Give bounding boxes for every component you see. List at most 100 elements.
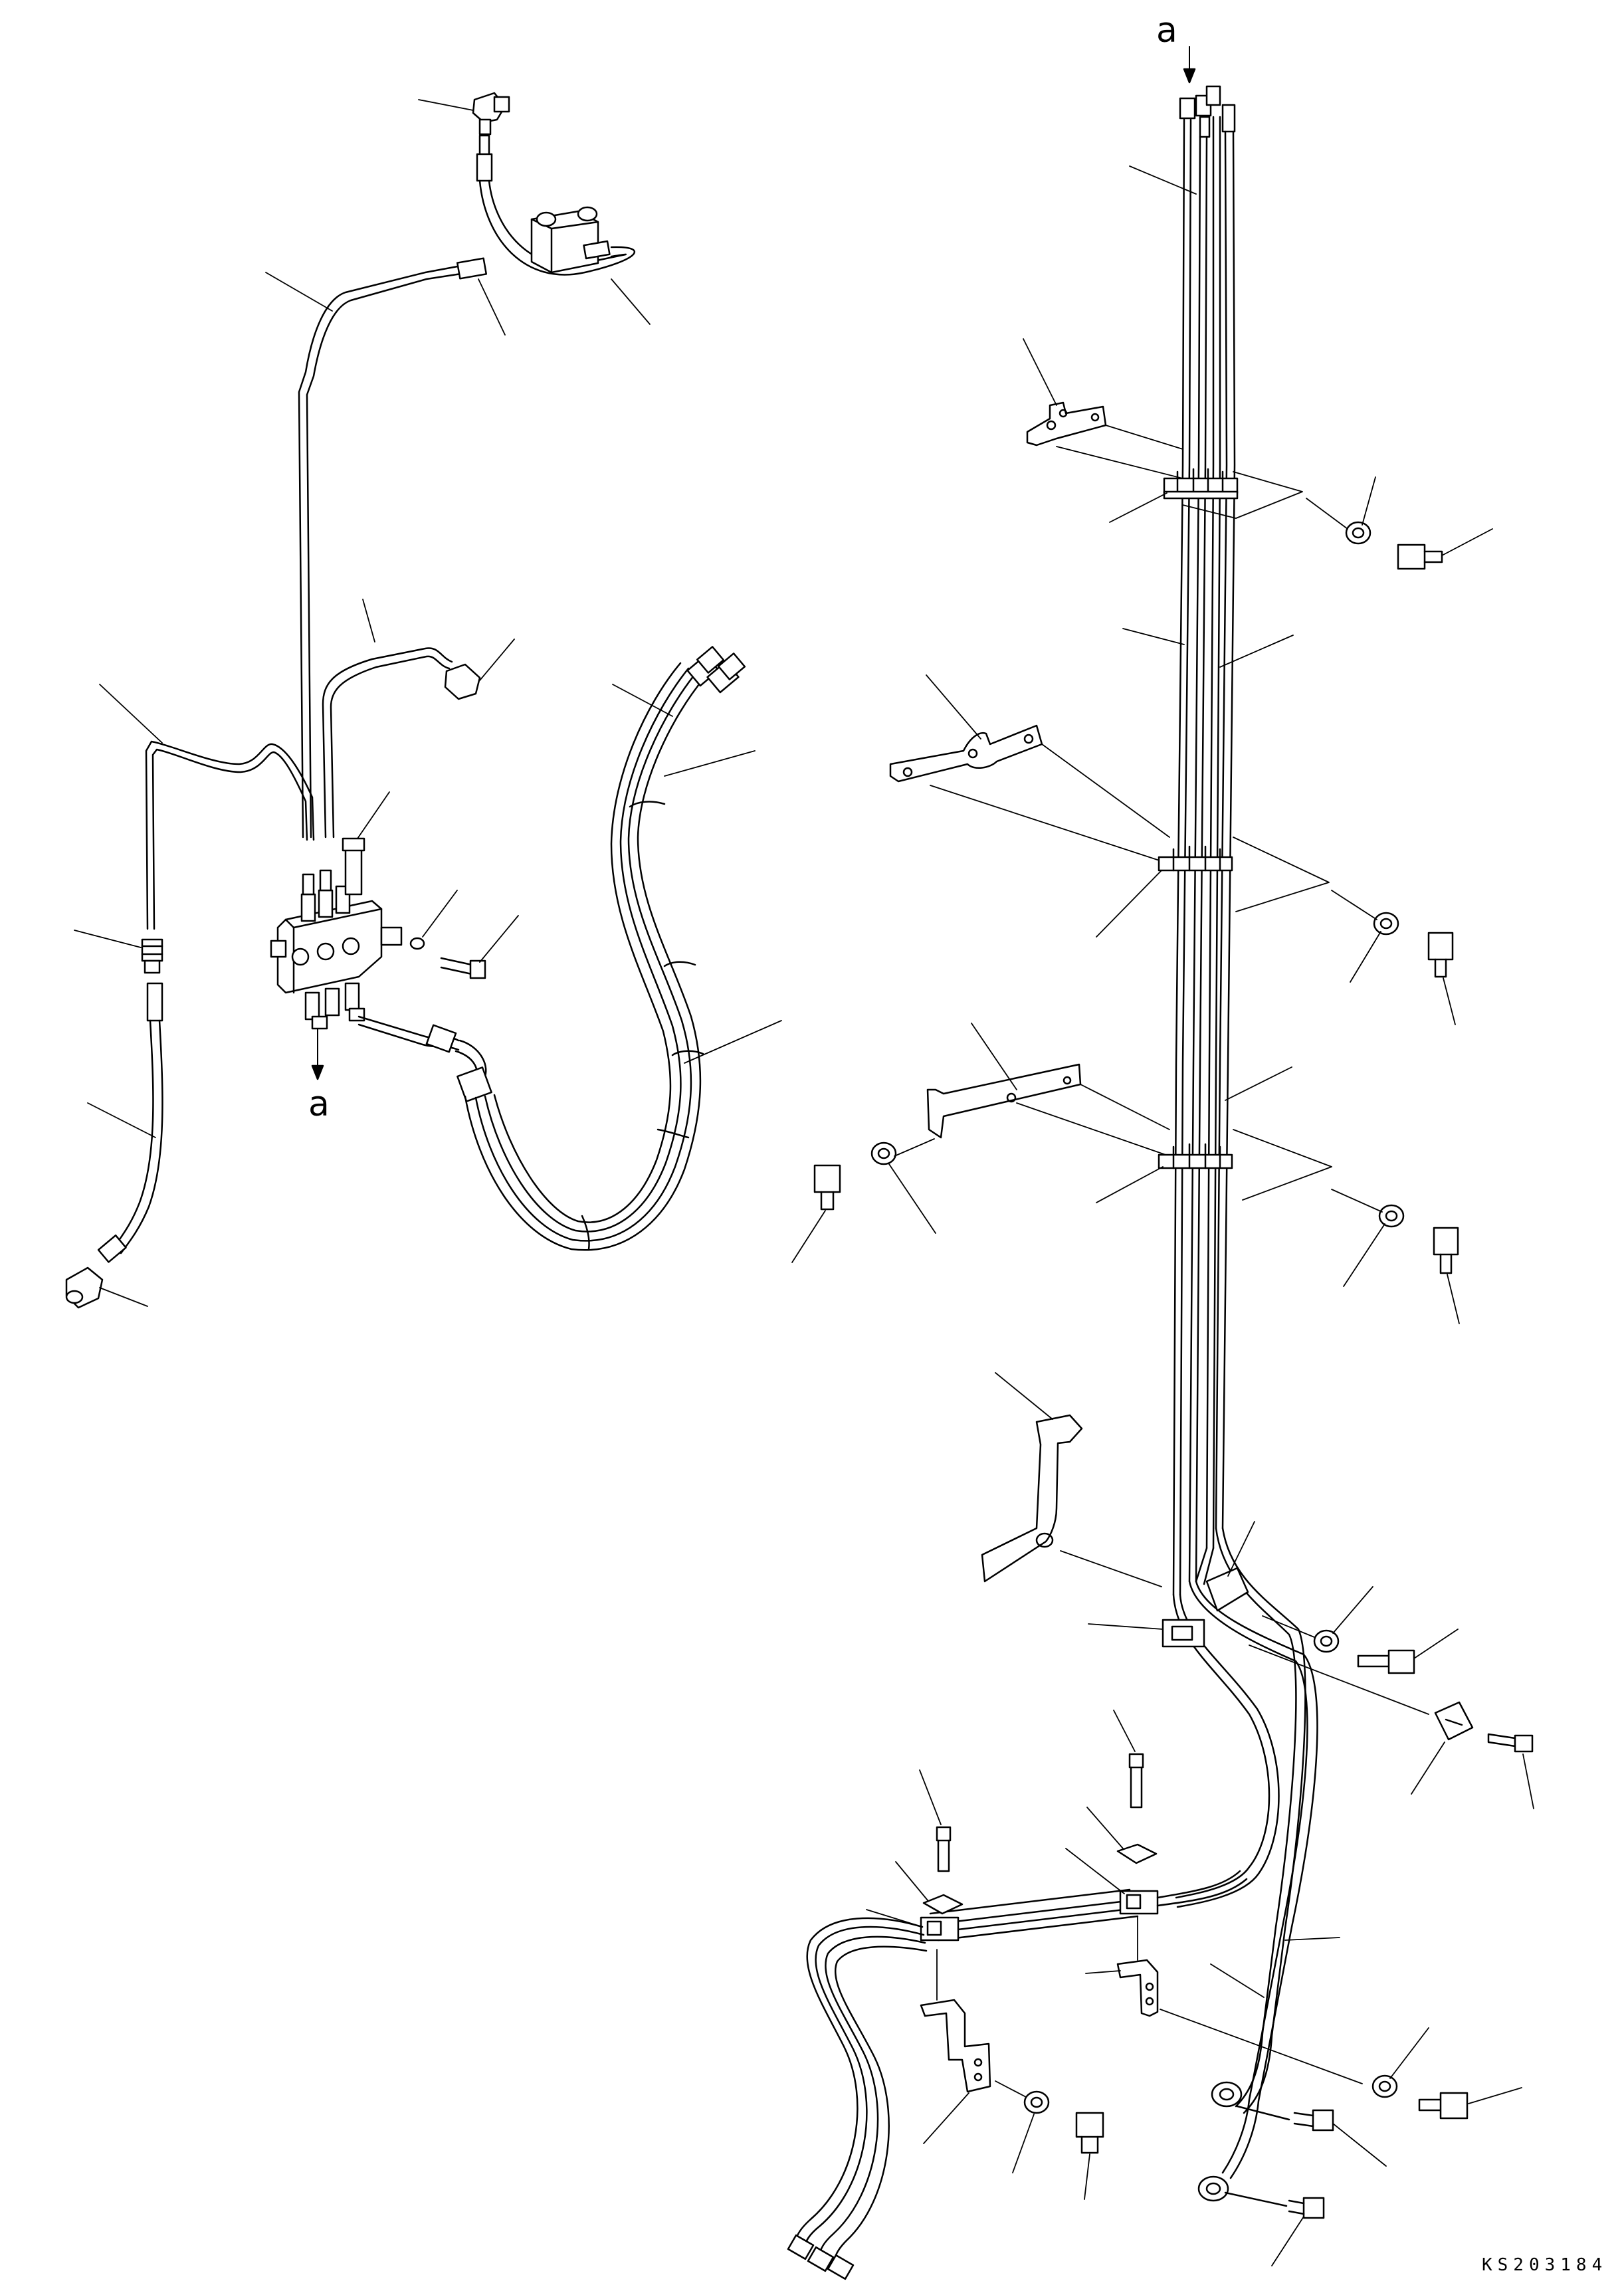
leader-line — [1262, 1615, 1315, 1638]
tube-end-fittings-top — [1179, 85, 1236, 138]
leader-line — [1219, 635, 1294, 668]
leader-line — [1084, 2153, 1090, 2200]
leader-line — [1332, 1586, 1373, 1634]
elbow-fitting-bottom-left — [65, 1266, 104, 1309]
o-ring — [409, 937, 425, 950]
leader-line — [1362, 476, 1376, 526]
leader-line — [1012, 2114, 1035, 2173]
leader-line — [418, 99, 474, 111]
leader-line — [265, 272, 333, 312]
drawing-code: KS203184 — [1482, 2255, 1608, 2275]
leader-line — [612, 684, 673, 717]
leader-line — [357, 791, 390, 839]
lower-left-tube-sweep — [787, 1917, 928, 2280]
leader-line — [1160, 2009, 1363, 2084]
leader-line — [99, 1287, 148, 1307]
leader-line — [1389, 2027, 1429, 2079]
hose-pair-loop — [357, 646, 746, 1251]
plate-left — [922, 1894, 964, 1915]
leader-line — [664, 750, 756, 777]
cross-bar-clamp-right — [1119, 1890, 1159, 1915]
tube-end-bushing-lower — [1197, 2175, 1229, 2202]
leader-line — [888, 1163, 936, 1234]
leader-line — [684, 1020, 782, 1064]
leader-line — [1129, 165, 1197, 195]
leader-line — [1271, 2216, 1304, 2266]
connector-fitting-left — [141, 938, 163, 974]
leader-line — [1411, 1742, 1445, 1795]
bolt-lower-clamp — [1357, 1649, 1415, 1674]
leader-line — [1225, 1066, 1292, 1101]
leader-line — [894, 1138, 935, 1157]
leader-line — [362, 599, 375, 643]
leader-line — [1343, 1223, 1385, 1287]
lower-bracket-right — [1116, 1959, 1159, 2017]
washer-bracket-left — [870, 1142, 897, 1165]
bolt-top — [1397, 544, 1443, 570]
leader-line — [1023, 338, 1057, 406]
leader-line — [895, 1861, 928, 1901]
square-cushion-plate — [1434, 1701, 1474, 1741]
bolt-lower-bracket-right — [1418, 2092, 1469, 2120]
leader-line — [1109, 492, 1167, 523]
lower-tube-routing — [1172, 1527, 1318, 2179]
washer-middle-lower — [1378, 1204, 1405, 1228]
lower-bracket-left — [920, 1999, 991, 2093]
leader-line — [995, 2080, 1027, 2098]
leader-line — [479, 915, 519, 963]
leader-line — [1350, 931, 1381, 983]
leader-line — [1332, 2123, 1387, 2167]
pressure-switch-block — [530, 206, 611, 274]
leader-line — [1086, 1807, 1124, 1849]
leader-line — [1227, 1521, 1255, 1577]
elbow-fitting-middle — [444, 663, 481, 700]
connection-arrow-a-top — [1183, 46, 1196, 84]
bolt-plate-left — [936, 1826, 952, 1872]
leader-line — [1284, 1937, 1340, 1941]
leader-line — [1331, 890, 1377, 920]
leader-line — [1468, 2087, 1522, 2104]
leader-line — [1210, 1963, 1265, 1998]
reference-plane-middle-lower — [1016, 1084, 1332, 1201]
leader-line — [1413, 1629, 1459, 1659]
washer-lower-bracket-right — [1371, 2074, 1398, 2098]
connection-label-a-bottom: a — [308, 1084, 330, 1124]
tube-clamp-middle-lower — [1158, 1143, 1233, 1169]
steel-tube-long — [298, 257, 488, 839]
bolt-bracket-left — [813, 1164, 841, 1211]
leader-line — [1447, 1274, 1460, 1324]
leader-line — [1096, 1166, 1164, 1203]
bolt-bushing-upper — [1236, 2105, 1334, 2132]
bracket-middle-upper — [889, 724, 1043, 783]
leader-line — [971, 1023, 1017, 1090]
connection-arrow-a-bottom — [311, 1028, 324, 1080]
bracket-top — [1026, 401, 1107, 447]
leader-line — [1441, 528, 1493, 556]
leader-line — [1331, 1189, 1383, 1213]
long-bolt — [1487, 1733, 1534, 1753]
reference-plane-middle-upper — [930, 744, 1330, 912]
reference-plane-top — [1056, 425, 1303, 519]
cross-bar-tubes — [929, 1888, 1139, 1942]
leader-line — [1443, 977, 1456, 1025]
leader-line — [1065, 1848, 1125, 1894]
washer-middle-upper — [1373, 912, 1399, 936]
steel-tube-middle — [322, 647, 453, 839]
hose-left — [97, 982, 163, 1263]
leader-line — [995, 1372, 1053, 1420]
leader-line — [74, 930, 142, 948]
leader-line — [1306, 498, 1348, 530]
leader-line — [923, 2092, 969, 2144]
washer-top — [1345, 521, 1371, 545]
tube-clamp-lower — [1162, 1567, 1249, 1648]
leader-line — [926, 674, 981, 740]
leader-line — [919, 1769, 942, 1825]
bolt-middle-upper — [1427, 932, 1454, 978]
control-valve-stack — [270, 837, 403, 1030]
bolt-valve — [440, 957, 486, 979]
plate-right — [1116, 1843, 1158, 1864]
leader-line — [99, 684, 163, 744]
cross-bar-clamp-left — [920, 1916, 960, 1942]
